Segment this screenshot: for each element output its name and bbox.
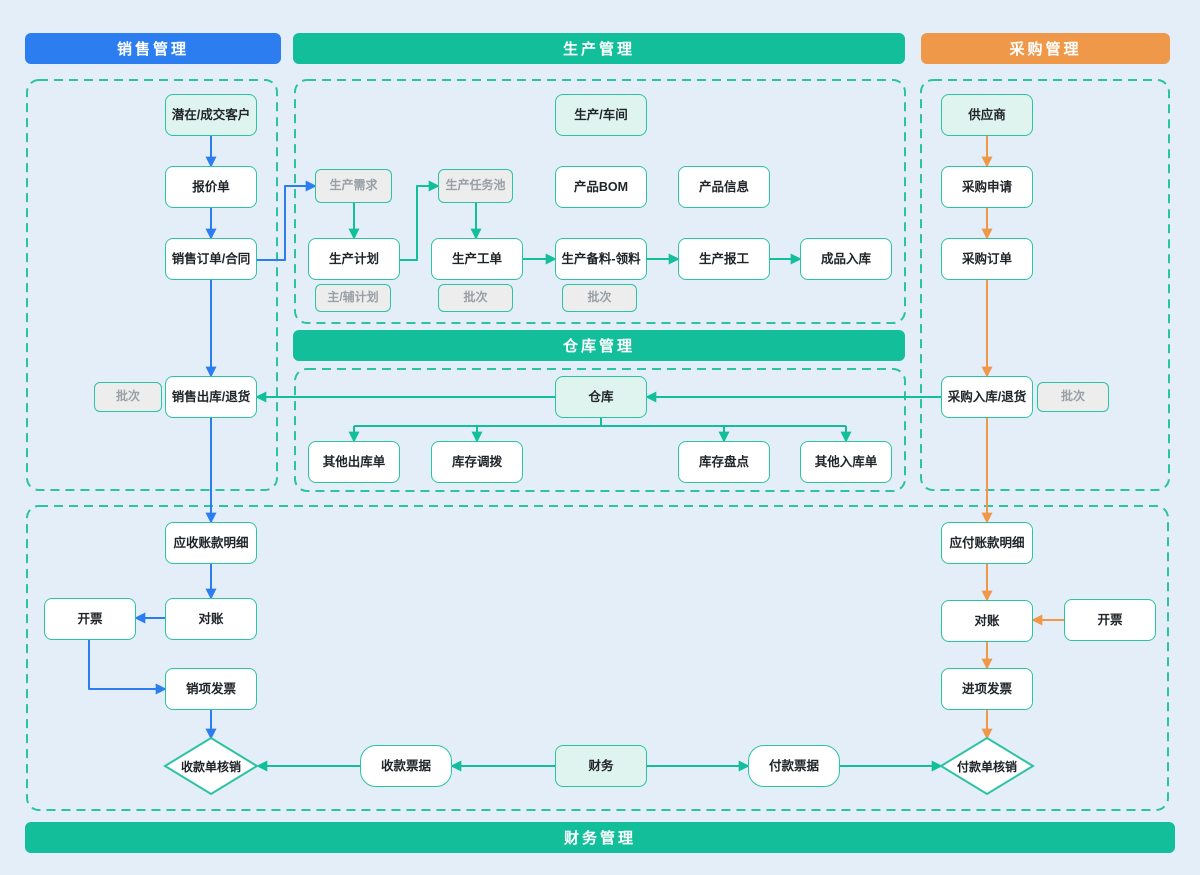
tag-batch-purchase-inbound[interactable]: 批次 [1037,382,1109,412]
finance-flow-zone [26,505,1169,811]
node-quotation[interactable]: 报价单 [165,166,257,208]
payment-writeoff-shape [939,736,1035,796]
production-lane-header[interactable]: 生产管理 [293,33,905,64]
warehouse-zone [294,368,906,492]
edge-plan-to-task-pool [400,180,440,261]
node-receipt-note[interactable]: 收款票据 [360,745,452,787]
node-prod-report[interactable]: 生产报工 [678,238,770,280]
node-other-inbound[interactable]: 其他入库单 [800,441,892,483]
tag-batch-sales-outbound[interactable]: 批次 [94,382,162,412]
sales-zone [26,79,278,491]
edge-sales-order-to-prod-demand [257,180,317,261]
finance-lane-header[interactable]: 财务管理 [25,822,1175,853]
node-sales-outbound[interactable]: 销售出库/退货 [165,376,257,418]
tag-prod-task-pool[interactable]: 生产任务池 [438,169,513,203]
node-ap-detail[interactable]: 应付账款明细 [941,522,1033,564]
node-purchase-request[interactable]: 采购申请 [941,166,1033,208]
tag-main-aux-plan[interactable]: 主/辅计划 [315,284,391,312]
sales-lane-header[interactable]: 销售管理 [25,33,281,64]
node-purchase-invoice[interactable]: 进项发票 [941,668,1033,710]
receipt-writeoff-shape [163,736,259,796]
node-stocktake[interactable]: 库存盘点 [678,441,770,483]
node-workshop[interactable]: 生产/车间 [555,94,647,136]
node-ap-invoice[interactable]: 开票 [1064,599,1156,641]
node-ar-invoice[interactable]: 开票 [44,598,136,640]
node-prod-work-order[interactable]: 生产工单 [431,238,523,280]
node-sales-invoice[interactable]: 销项发票 [165,668,257,710]
production-zone [294,79,906,324]
node-ar-detail[interactable]: 应收账款明细 [165,522,257,564]
tag-batch-work-order[interactable]: 批次 [438,284,513,312]
node-finished-inbound[interactable]: 成品入库 [800,238,892,280]
tag-prod-demand[interactable]: 生产需求 [315,169,392,203]
tag-batch-material[interactable]: 批次 [562,284,637,312]
node-product-bom[interactable]: 产品BOM [555,166,647,208]
node-customer[interactable]: 潜在/成交客户 [165,94,257,136]
warehouse-lane-header[interactable]: 仓库管理 [293,330,905,361]
node-payment-note[interactable]: 付款票据 [748,745,840,787]
node-prod-plan[interactable]: 生产计划 [308,238,400,280]
node-stock-transfer[interactable]: 库存调拨 [431,441,523,483]
node-finance[interactable]: 财务 [555,745,647,787]
node-prod-material[interactable]: 生产备料-领料 [555,238,647,280]
node-receipt-writeoff[interactable]: 收款单核销 [180,759,241,774]
node-payment-writeoff[interactable]: 付款单核销 [956,759,1017,774]
node-ap-reconcile[interactable]: 对账 [941,600,1033,642]
node-purchase-order[interactable]: 采购订单 [941,238,1033,280]
node-product-info[interactable]: 产品信息 [678,166,770,208]
node-purchase-inbound[interactable]: 采购入库/退货 [941,376,1033,418]
procurement-lane-header[interactable]: 采购管理 [921,33,1170,64]
node-sales-order[interactable]: 销售订单/合同 [165,238,257,280]
edge-invoice-to-sales-invoice [88,640,167,695]
node-ar-reconcile[interactable]: 对账 [165,598,257,640]
node-supplier[interactable]: 供应商 [941,94,1033,136]
procurement-zone [920,79,1170,491]
node-other-outbound[interactable]: 其他出库单 [308,441,400,483]
node-warehouse[interactable]: 仓库 [555,376,647,418]
